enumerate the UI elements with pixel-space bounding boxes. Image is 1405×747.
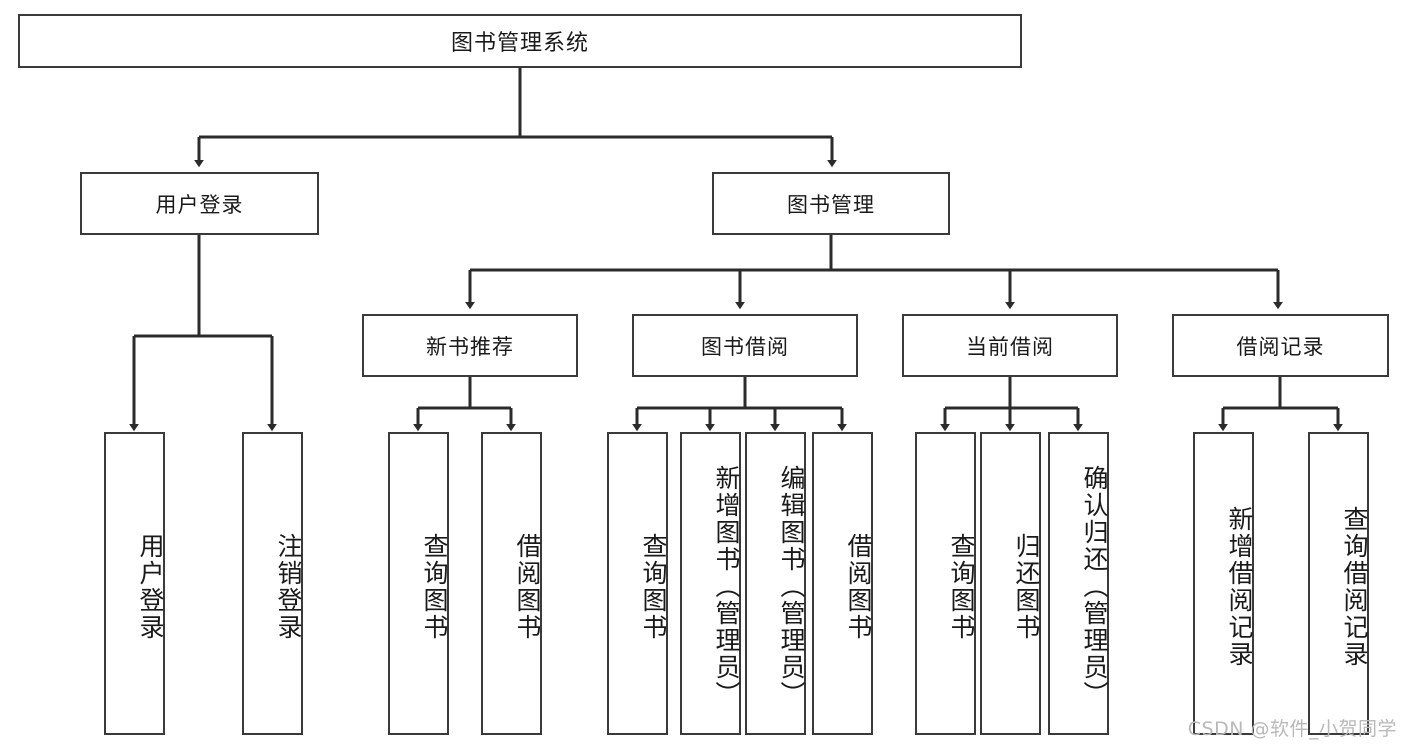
node-label: 新增借阅记录 bbox=[1225, 505, 1254, 668]
watermark-text: CSDN @软件_小贺同学 bbox=[1187, 718, 1397, 740]
leaf-current-confirm-return-admin[interactable]: 确认归还（管理员） bbox=[1048, 432, 1109, 735]
node-label: 新书推荐 bbox=[426, 334, 514, 359]
leaf-borrow-query-book[interactable]: 查询图书 bbox=[607, 432, 668, 735]
node-label: 图书管理 bbox=[787, 192, 875, 217]
node-book-management[interactable]: 图书管理 bbox=[712, 172, 950, 235]
leaf-record-query-record[interactable]: 查询借阅记录 bbox=[1308, 432, 1369, 735]
node-label: 借阅记录 bbox=[1236, 334, 1325, 359]
node-label: 借阅图书 bbox=[844, 532, 873, 641]
node-borrow-record[interactable]: 借阅记录 bbox=[1172, 314, 1389, 377]
node-user-login[interactable]: 用户登录 bbox=[80, 172, 319, 235]
node-label: 借阅图书 bbox=[513, 532, 542, 641]
leaf-user-logout[interactable]: 注销登录 bbox=[242, 432, 303, 735]
leaf-record-add-record[interactable]: 新增借阅记录 bbox=[1193, 432, 1254, 735]
node-label: 用户登录 bbox=[155, 192, 244, 217]
leaf-user-login[interactable]: 用户登录 bbox=[104, 432, 165, 735]
node-label: 查询图书 bbox=[420, 532, 449, 641]
node-current-borrow[interactable]: 当前借阅 bbox=[902, 314, 1118, 377]
leaf-current-return-book[interactable]: 归还图书 bbox=[980, 432, 1041, 735]
node-label: 查询图书 bbox=[639, 532, 668, 641]
node-label: 注销登录 bbox=[274, 532, 303, 641]
node-label: 用户登录 bbox=[136, 532, 165, 641]
node-label: 归还图书 bbox=[1012, 532, 1041, 641]
node-label: 查询图书 bbox=[947, 532, 976, 641]
leaf-borrow-add-book-admin[interactable]: 新增图书（管理员） bbox=[680, 432, 741, 735]
leaf-recommend-query-book[interactable]: 查询图书 bbox=[388, 432, 449, 735]
leaf-current-query-book[interactable]: 查询图书 bbox=[915, 432, 976, 735]
node-label: 新增图书（管理员） bbox=[712, 465, 741, 708]
node-label: 查询借阅记录 bbox=[1340, 505, 1369, 668]
node-label: 编辑图书（管理员） bbox=[777, 465, 806, 708]
node-root-system[interactable]: 图书管理系统 bbox=[18, 14, 1022, 68]
leaf-borrow-borrow-book[interactable]: 借阅图书 bbox=[812, 432, 873, 735]
node-label: 图书借阅 bbox=[701, 334, 789, 359]
node-label: 图书管理系统 bbox=[450, 31, 589, 56]
node-new-book-recommend[interactable]: 新书推荐 bbox=[362, 314, 578, 377]
leaf-borrow-edit-book-admin[interactable]: 编辑图书（管理员） bbox=[745, 432, 806, 735]
node-label: 确认归还（管理员） bbox=[1080, 465, 1109, 708]
leaf-recommend-borrow-book[interactable]: 借阅图书 bbox=[481, 432, 542, 735]
node-book-borrow[interactable]: 图书借阅 bbox=[632, 314, 858, 377]
node-label: 当前借阅 bbox=[966, 334, 1054, 359]
